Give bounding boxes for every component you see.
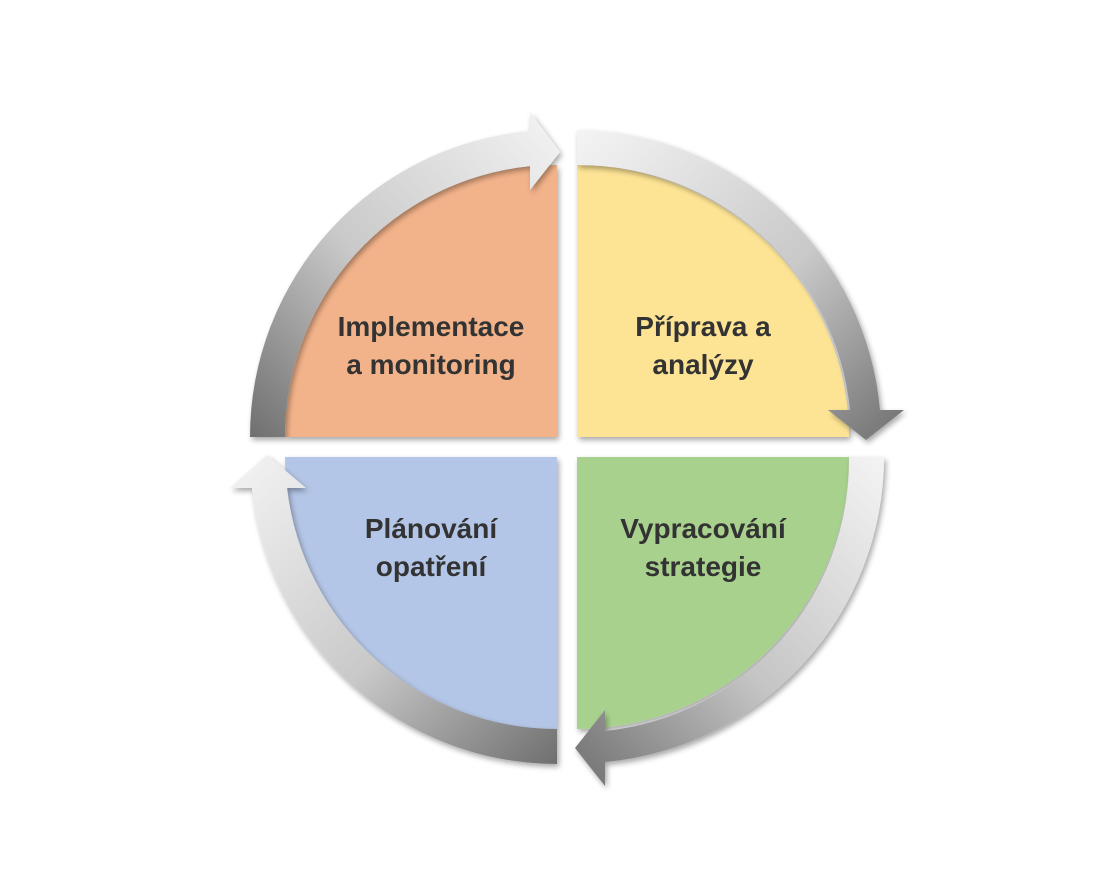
label-line: strategie [644,551,762,582]
label-planovani-opatreni: Plánování opatření [311,510,551,586]
arrow-top-left [249,112,560,437]
arrow-top-right [577,130,904,440]
label-line: a monitoring [346,349,516,380]
label-vypracovani-strategie: Vypracování strategie [583,510,823,586]
quadrant-bottom-right [577,457,849,729]
quadrant-bottom-left [285,457,557,729]
label-line: Vypracování [620,513,786,544]
label-priprava-a-analyzy: Příprava a analýzy [583,308,823,384]
arrow-bottom-right [575,457,884,786]
quadrant-top-right [577,165,849,437]
label-line: analýzy [652,349,754,380]
label-line: Implementace [337,311,525,342]
label-implementace-a-monitoring: Implementace a monitoring [311,308,551,384]
label-line: Příprava a [635,311,771,342]
arrow-bottom-left [230,455,557,764]
quadrant-top-left [285,165,557,437]
label-line: Plánování [364,513,498,544]
label-line: opatření [375,551,487,582]
